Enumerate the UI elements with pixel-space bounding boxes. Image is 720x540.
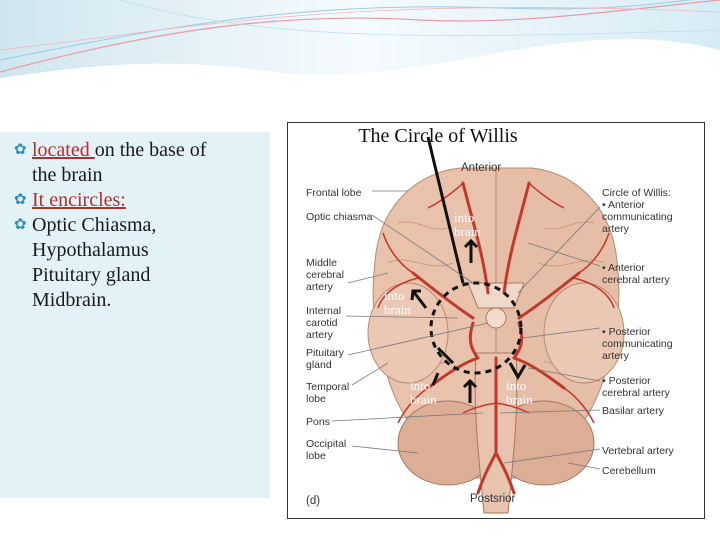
figure-title: The Circle of Willis	[358, 125, 518, 147]
label-panel-letter: (d)	[306, 495, 321, 507]
bullet-list: ✿ located on the base of the brain ✿ It en…	[14, 138, 270, 313]
label-internal-carotid-artery: Internal carotid artery	[306, 305, 342, 341]
brain-illustration	[331, 136, 625, 514]
label-middle-cerebral-artery: Middle cerebral artery	[306, 257, 344, 293]
bullet-icon: ✿	[14, 192, 27, 208]
label-posterior: Postsrior	[470, 493, 516, 505]
bullet-encircles: ✿ It encircles:	[14, 188, 270, 213]
annotation-into-brain-left: into brain	[384, 288, 411, 317]
bullet-location-cont: the brain	[32, 164, 103, 186]
label-pons: Pons	[306, 416, 330, 428]
label-frontal-lobe: Frontal lobe	[306, 187, 362, 199]
annotation-into-brain-top: into brain	[454, 210, 481, 239]
label-circle-of-willis: Circle of Willis:	[602, 187, 671, 199]
bullet-optic-chiasma: ✿ Optic Chiasma,	[14, 213, 270, 238]
label-occipital-lobe: Occipital lobe	[306, 438, 347, 462]
annotation-into-brain-bottom-left: into brain	[410, 378, 437, 407]
circle-of-willis-figure: The Circle of Willis Anterior Postsrior …	[287, 122, 705, 519]
annotation-into-brain-bottom-right: into brain	[506, 378, 533, 407]
label-anterior: Anterior	[461, 162, 502, 174]
line-hypothalamus: Hypothalamus	[32, 239, 149, 261]
header-decoration	[0, 0, 720, 78]
label-anterior-cerebral-artery: • Anterior cerebral artery	[602, 262, 670, 286]
label-pituitary-gland: Pituitary gland	[306, 347, 344, 371]
label-anterior-communicating-artery: • Anterior communicating artery	[602, 199, 673, 235]
bullet-optic-chiasma-text: Optic Chiasma,	[32, 214, 157, 236]
keyword-located: located	[32, 139, 95, 161]
label-cerebellum: Cerebellum	[602, 465, 656, 477]
label-optic-chiasma: Optic chiasma	[306, 211, 373, 223]
keyword-encircles: It encircles:	[32, 189, 126, 211]
label-posterior-communicating-artery: • Posterior communicating artery	[602, 326, 673, 362]
text-panel	[0, 132, 270, 498]
bullet-location: ✿ located on the base of	[14, 138, 270, 163]
bullet-location-text: on the base of	[94, 139, 207, 161]
label-basilar-artery: Basilar artery	[602, 405, 664, 417]
bullet-icon: ✿	[14, 217, 27, 233]
label-vertebral-artery: Vertebral artery	[602, 445, 674, 457]
label-temporal-lobe: Temporal lobe	[306, 381, 350, 405]
label-posterior-cerebral-artery: • Posterior cerebral artery	[602, 375, 670, 399]
bullet-icon: ✿	[14, 142, 27, 158]
line-pituitary: Pituitary gland	[32, 264, 151, 286]
line-midbrain: Midbrain.	[32, 289, 112, 311]
